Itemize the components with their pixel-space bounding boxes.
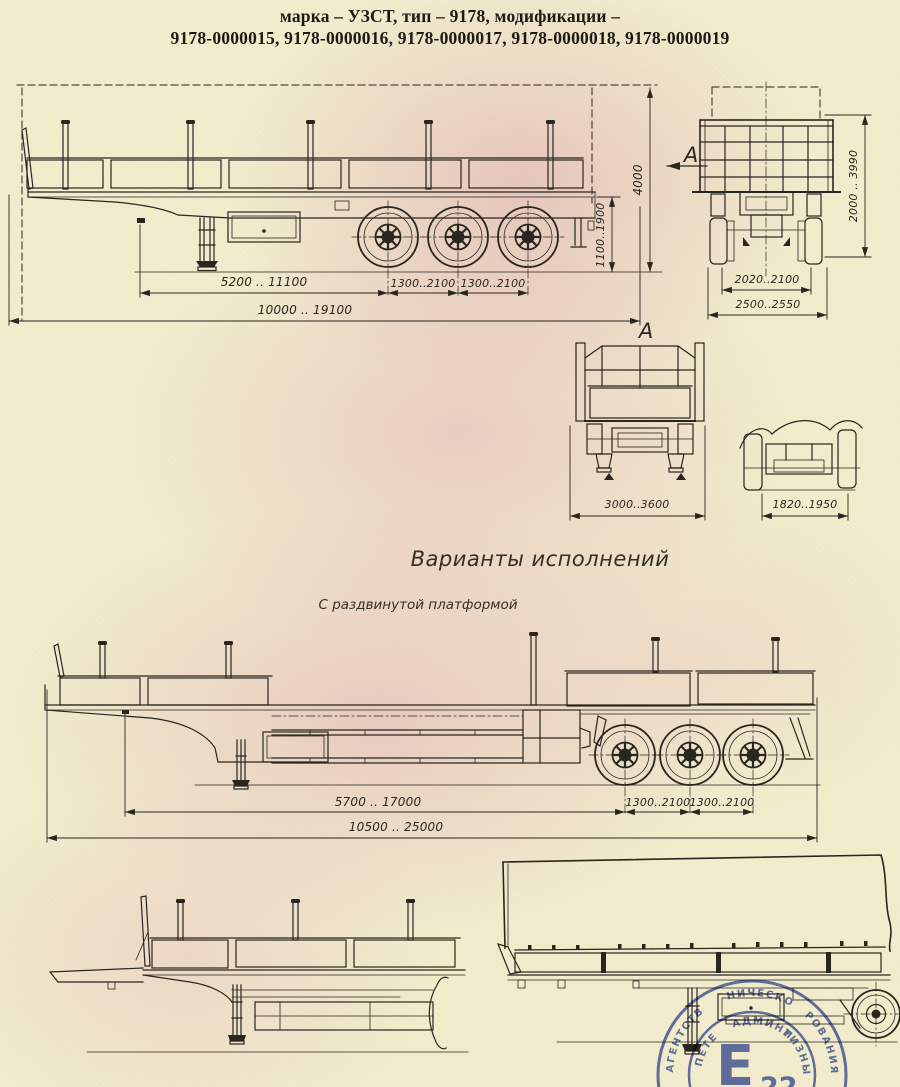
view-arrow-label: А bbox=[682, 143, 698, 167]
dim-overall-length: 10000 .. 19100 bbox=[258, 303, 353, 317]
stamp-arc-text: НИЧЕСКО bbox=[726, 988, 795, 1010]
dim-axle-spacing-2: 1300..2100 bbox=[461, 277, 526, 290]
dim-view-a-wide: 3000..3600 bbox=[605, 498, 670, 511]
approval-stamp: АГЕНТСТВ НИЧЕСКО РОВАНИЯ ПЕТЕ АДМИНИ ТИЗ… bbox=[635, 955, 848, 1087]
side-view-drawing: 5200 .. 11100 1300..2100 1300..2100 1000… bbox=[8, 84, 663, 326]
stake-pockets bbox=[528, 941, 868, 950]
extended-platform-drawing: 5700 .. 17000 1300..2100 1300..2100 1050… bbox=[44, 632, 821, 843]
extended-platform-label: С раздвинутой платформой bbox=[318, 597, 518, 613]
landing-gear bbox=[196, 217, 218, 272]
toolbox bbox=[227, 211, 301, 243]
dim-track: 2020..2100 bbox=[735, 273, 800, 286]
view-a-wide-body bbox=[575, 342, 705, 480]
kingpin bbox=[137, 218, 145, 223]
dim-kingpin-axle: 5200 .. 11100 bbox=[221, 275, 308, 289]
svg-text:НИЧЕСКО: НИЧЕСКО bbox=[726, 988, 796, 1010]
rear-guard bbox=[570, 217, 587, 248]
variant-front-extension-drawing bbox=[49, 895, 469, 1053]
variants-heading: Варианты исполнений bbox=[410, 547, 670, 571]
stakes bbox=[21, 120, 555, 190]
kingpin bbox=[122, 710, 129, 714]
rear-view-drawing: А bbox=[666, 81, 872, 320]
title-line-1: марка – УЗСТ, тип – 9178, модификации – bbox=[279, 6, 621, 26]
dim-overall-length-ext: 10500 .. 25000 bbox=[349, 820, 444, 834]
dim-height-range: 2000 .. 3990 bbox=[847, 150, 860, 222]
telescopic-rails bbox=[271, 715, 524, 764]
stamp-code-number: 22 bbox=[760, 1072, 798, 1087]
rear-wheel bbox=[843, 981, 900, 1047]
dim-overall-height: 4000 bbox=[631, 164, 645, 196]
dim-view-a-narrow: 1820..1950 bbox=[773, 498, 838, 511]
section-label: А bbox=[637, 319, 653, 343]
view-a-drawings: А bbox=[569, 319, 863, 521]
view-a-narrow-body bbox=[739, 420, 863, 491]
page-curl bbox=[428, 976, 449, 1050]
title-line-2: 9178-0000015, 9178-0000016, 9178-0000017… bbox=[170, 27, 730, 48]
dim-axle-spacing-2-ext: 1300..2100 bbox=[690, 796, 755, 809]
page-title: марка – УЗСТ, тип – 9178, модификации – … bbox=[0, 6, 900, 50]
stamp-code-letter: Е bbox=[716, 1034, 754, 1087]
dim-axle-spacing-1-ext: 1300..2100 bbox=[626, 796, 691, 809]
dim-width: 2500..2550 bbox=[736, 298, 801, 311]
dim-loading-height: 1100..1900 bbox=[594, 203, 607, 268]
dim-kingpin-axle-ext: 5700 .. 17000 bbox=[335, 795, 422, 809]
dim-axle-spacing-1: 1300..2100 bbox=[391, 277, 456, 290]
